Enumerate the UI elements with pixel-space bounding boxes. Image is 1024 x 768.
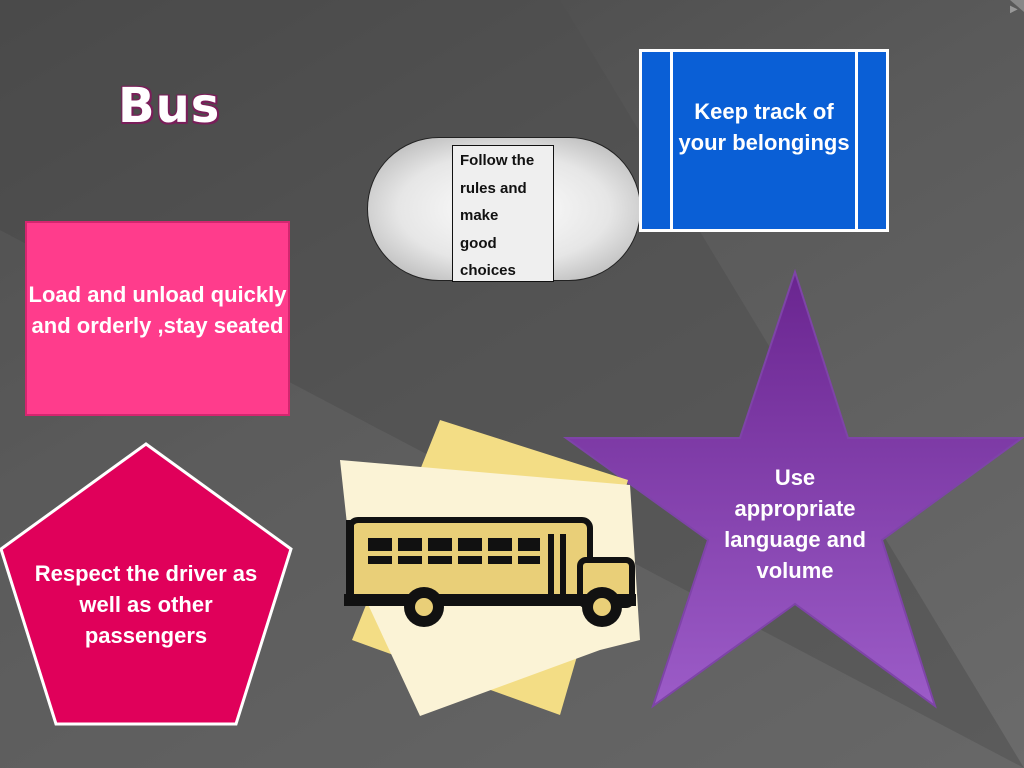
blue-box-left-bar	[642, 52, 673, 229]
capsule-line: rules and	[460, 179, 527, 197]
capsule-text-box: Follow the rules and make good choices	[452, 145, 554, 282]
pentagon-shape	[0, 442, 293, 726]
capsule-line: Follow the	[460, 152, 535, 169]
capsule-line: choices	[460, 262, 516, 279]
pink-box-text: Load and unload quickly and orderly ,sta…	[28, 282, 287, 338]
pentagon-text: Respect the driver as well as other pass…	[34, 561, 258, 648]
svg-text:▶: ▶	[1010, 4, 1018, 15]
blue-box-right-bar	[855, 52, 886, 229]
pink-box: Load and unload quickly and orderly ,sta…	[25, 221, 290, 416]
star-text: Use appropriate language and volume	[724, 465, 866, 583]
star-shape	[562, 268, 1024, 709]
bus-clipart	[340, 420, 640, 716]
blue-box: Keep track of your belongings	[639, 49, 889, 232]
blue-box-text: Keep track of your belongings	[678, 99, 850, 155]
capsule-line: good	[460, 234, 497, 252]
page-title: Bus	[118, 78, 221, 134]
capsule-line: make	[460, 207, 499, 224]
